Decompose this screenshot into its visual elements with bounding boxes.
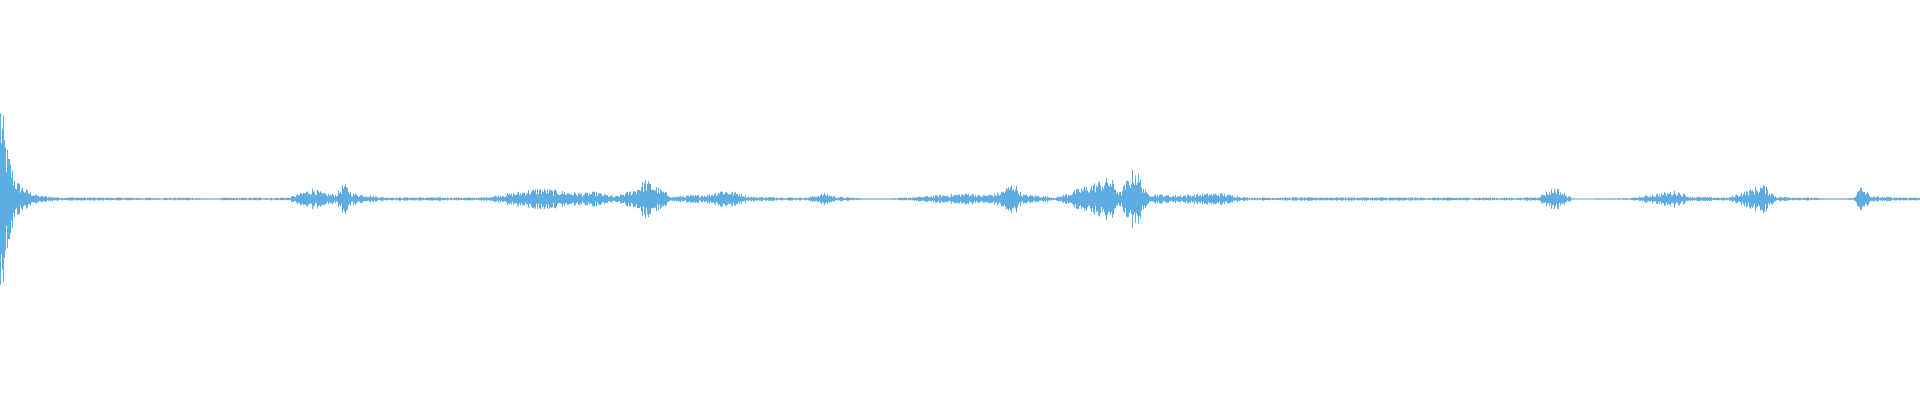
waveform-samples xyxy=(0,113,1920,285)
waveform-path xyxy=(0,113,1920,285)
